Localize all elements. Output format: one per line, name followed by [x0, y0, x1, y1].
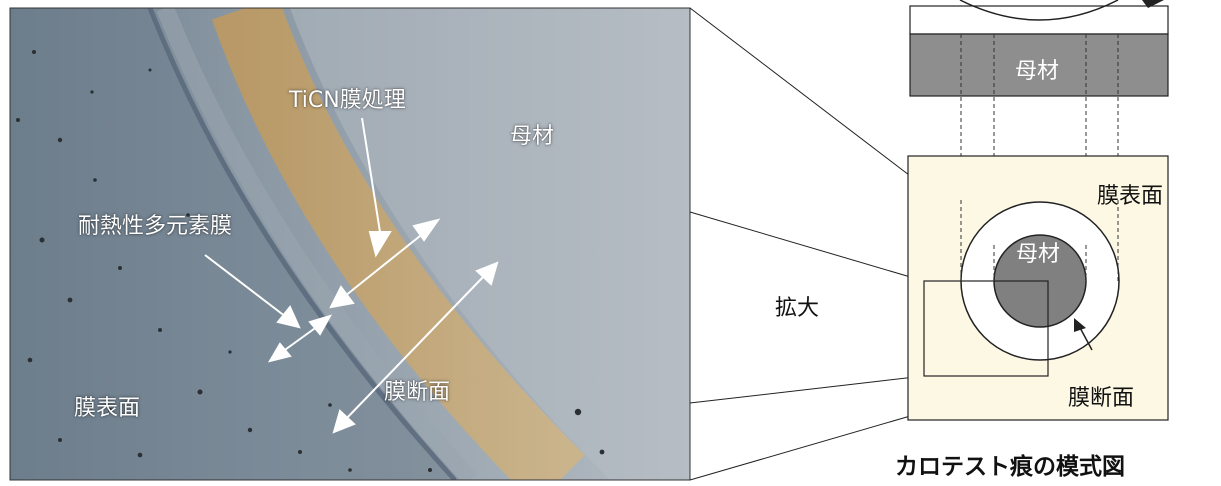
ball-arc — [959, 0, 1119, 21]
arrowhead — [308, 314, 333, 336]
microscope-photo — [10, 8, 690, 480]
arrowhead — [412, 218, 441, 242]
photo-specks — [16, 50, 605, 472]
magnify-box — [923, 280, 1049, 377]
label-heat-resistant-film: 耐熱性多元素膜 — [78, 214, 233, 239]
base-material-block — [909, 33, 1169, 97]
arrowhead — [1142, 0, 1164, 8]
arrowhead — [332, 409, 356, 434]
label-photo-film-surface: 膜表面 — [74, 396, 141, 421]
arrowhead — [267, 342, 292, 363]
arrowhead — [475, 261, 499, 286]
label-ticn-coating: TiCN膜処理 — [289, 88, 406, 113]
photo-arrows — [204, 117, 499, 434]
figure-caption: カロテスト痕の模式図 — [895, 454, 1125, 480]
top-view-panel — [907, 155, 1169, 421]
label-center-base-material: 母材 — [1016, 242, 1061, 267]
arrowhead — [1074, 318, 1086, 332]
cross-section-view — [909, 0, 1169, 97]
label-schematic-film-cross-section: 膜断面 — [1068, 386, 1135, 411]
label-magnify: 拡大 — [775, 296, 820, 321]
coating-band — [211, 8, 585, 480]
label-schematic-film-surface: 膜表面 — [1097, 184, 1164, 209]
label-photo-film-cross-section: 膜断面 — [384, 380, 451, 405]
label-photo-base-material: 母材 — [510, 124, 555, 149]
arrowhead — [368, 231, 392, 258]
arrowhead — [329, 285, 355, 309]
arrowhead — [276, 305, 301, 329]
label-top-base-material: 母材 — [1015, 59, 1060, 84]
